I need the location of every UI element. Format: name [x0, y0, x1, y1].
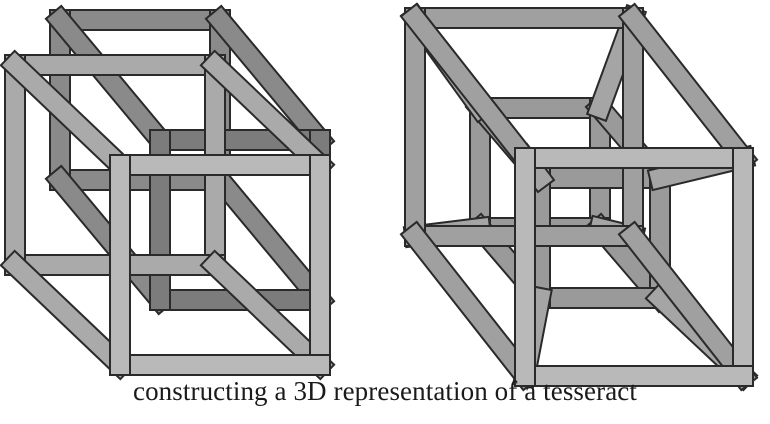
outer-cube-edge — [402, 223, 538, 389]
light-cube-edge — [202, 252, 333, 378]
dark-cube-edge — [47, 7, 173, 153]
two-offset-cubes — [0, 4, 336, 381]
figure-caption: constructing a 3D representation of a te… — [132, 376, 637, 406]
light-cube-edge — [2, 52, 133, 178]
light-cube-edge — [202, 52, 333, 178]
light-cube-edge — [2, 252, 133, 378]
dark-cube-edge — [207, 167, 333, 313]
dark-cube-edge — [207, 7, 333, 153]
outer-cube-edge — [402, 5, 538, 171]
outer-cube-edge — [620, 223, 756, 389]
tesseract-hypercube — [399, 2, 759, 392]
outer-cube-edge — [620, 5, 756, 171]
